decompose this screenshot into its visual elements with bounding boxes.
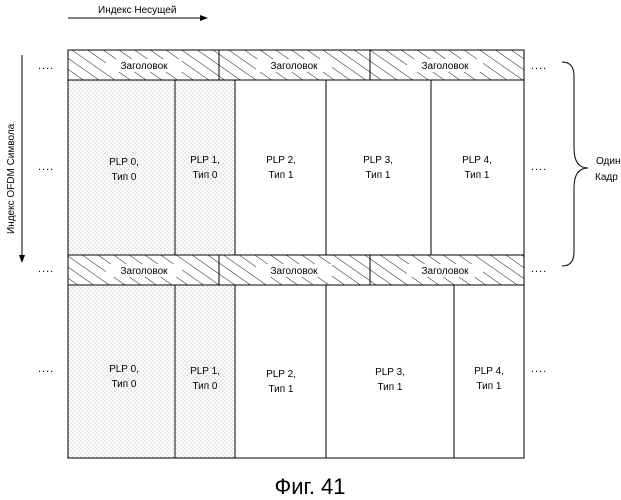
header-label: Заголовок — [120, 266, 168, 277]
ellipsis: .... — [531, 363, 547, 375]
frame-2-plp-row: PLP 0, Тип 0 PLP 1, Тип 0 PLP 2, Тип 1 P… — [68, 285, 524, 458]
frame-label-line-1: Один — [596, 156, 621, 167]
frame-1-header-row: Заголовок Заголовок Заголовок — [68, 50, 524, 80]
ellipsis: .... — [38, 263, 54, 275]
header-label: Заголовок — [421, 61, 469, 72]
plp-name: PLP 4, — [474, 366, 504, 377]
plp-name: PLP 0, — [109, 364, 139, 375]
plp-type: Тип 0 — [111, 172, 136, 183]
header-label: Заголовок — [270, 266, 318, 277]
header-label: Заголовок — [421, 266, 469, 277]
plp-cell — [431, 80, 524, 255]
plp-name: PLP 0, — [109, 157, 139, 168]
ellipsis: .... — [38, 60, 54, 72]
plp-name: PLP 3, — [375, 367, 405, 378]
ellipsis: .... — [531, 263, 547, 275]
ellipsis: .... — [38, 363, 54, 375]
ellipsis: .... — [531, 161, 547, 173]
plp-type: Тип 0 — [111, 379, 136, 390]
ellipsis: .... — [38, 161, 54, 173]
ofdm-symbol-axis-label: Индекс OFDM Символа — [6, 123, 17, 234]
plp-type: Тип 1 — [476, 381, 501, 392]
plp-type: Тип 0 — [192, 381, 217, 392]
plp-type: Тип 1 — [268, 170, 293, 181]
header-label: Заголовок — [120, 61, 168, 72]
frame-label-line-2: Кадр — [595, 172, 618, 183]
header-label: Заголовок — [270, 61, 318, 72]
plp-name: PLP 1, — [190, 366, 220, 377]
figure-caption: Фиг. 41 — [274, 474, 345, 499]
plp-name: PLP 1, — [190, 155, 220, 166]
ellipsis: .... — [531, 60, 547, 72]
plp-name: PLP 2, — [266, 155, 296, 166]
plp-cell — [175, 80, 235, 255]
frame-2-header-row: Заголовок Заголовок Заголовок — [68, 255, 524, 285]
plp-type: Тип 1 — [464, 170, 489, 181]
plp-cell — [235, 80, 326, 255]
frame-brace — [562, 62, 588, 266]
plp-type: Тип 0 — [192, 170, 217, 181]
plp-type: Тип 1 — [365, 170, 390, 181]
plp-type: Тип 1 — [377, 382, 402, 393]
plp-type: Тип 1 — [268, 384, 293, 395]
frame-1-plp-row: PLP 0, Тип 0 PLP 1, Тип 0 PLP 2, Тип 1 P… — [68, 80, 524, 255]
plp-cell — [326, 80, 431, 255]
plp-name: PLP 3, — [363, 155, 393, 166]
plp-name: PLP 2, — [266, 369, 296, 380]
plp-name: PLP 4, — [462, 155, 492, 166]
carrier-index-axis-label: Индекс Несущей — [98, 5, 176, 16]
